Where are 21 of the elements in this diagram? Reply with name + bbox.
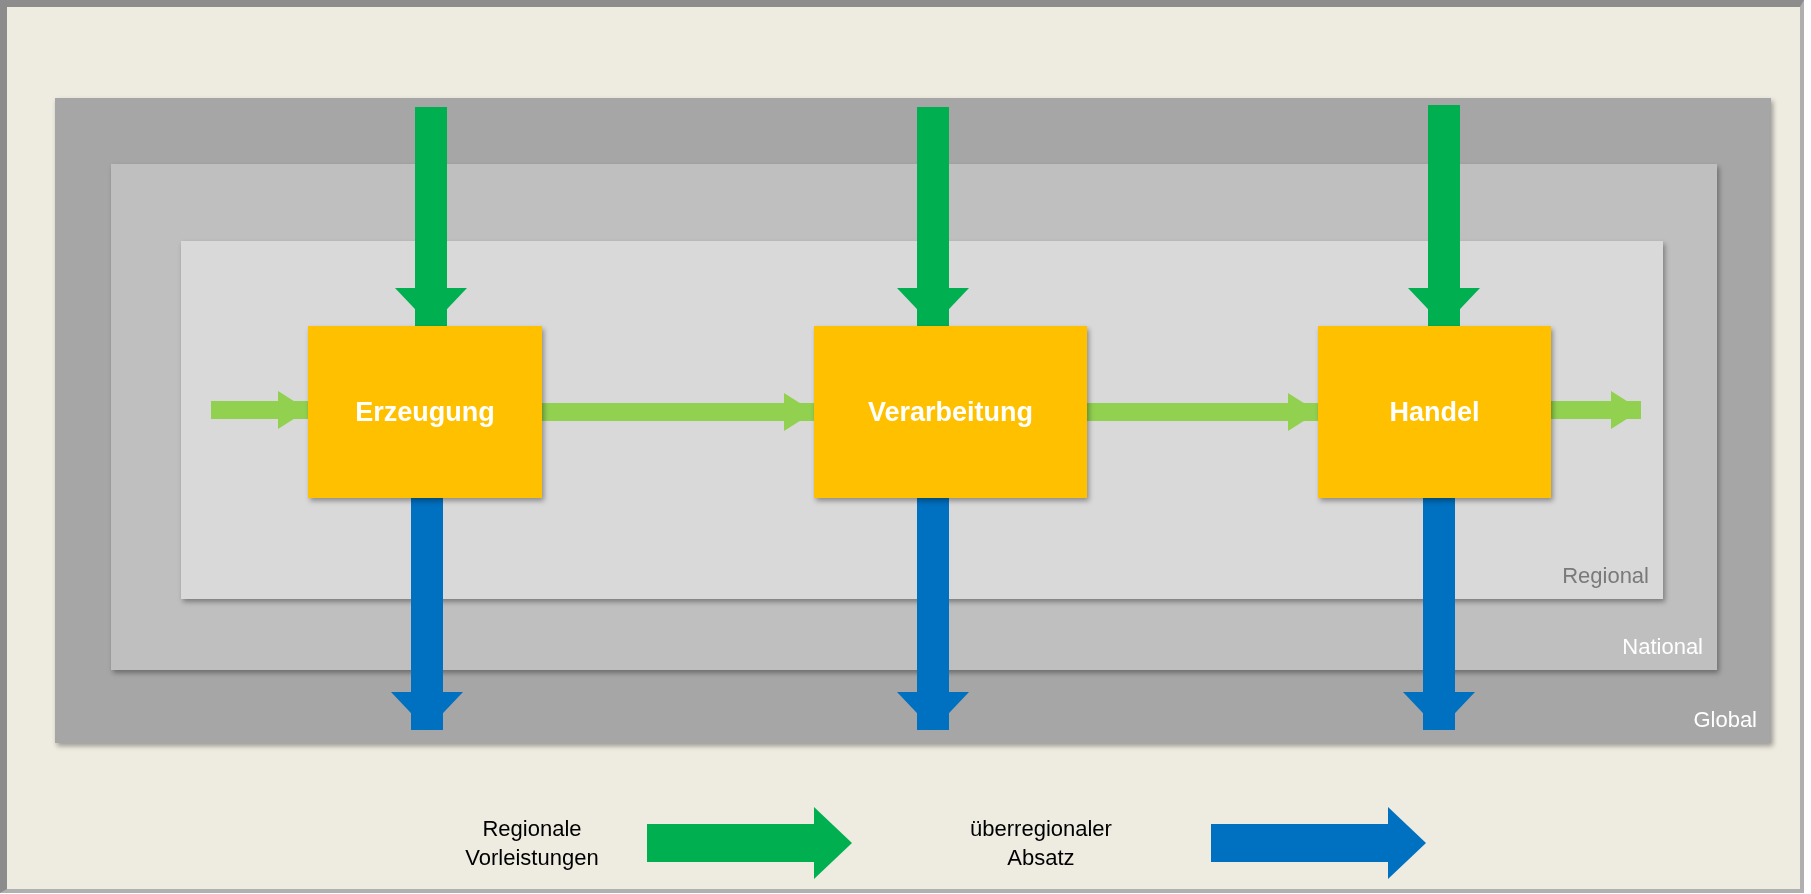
region-band xyxy=(181,241,1663,599)
band-label: National xyxy=(1622,634,1703,660)
legend-text: Regionale Vorleistungen xyxy=(464,815,600,872)
block-arrow xyxy=(395,107,467,326)
band-label: Global xyxy=(1693,707,1757,733)
block-arrow xyxy=(1087,393,1318,431)
block-arrow xyxy=(1403,498,1475,730)
process-box: Verarbeitung xyxy=(814,326,1087,498)
block-arrow xyxy=(211,391,308,429)
block-arrow xyxy=(897,107,969,326)
band-label: Regional xyxy=(1562,563,1649,589)
block-arrow xyxy=(897,498,969,730)
region-band xyxy=(111,164,1717,670)
block-arrow xyxy=(542,393,814,431)
region-band xyxy=(55,98,1771,743)
legend-text: überregionaler Absatz xyxy=(969,815,1113,872)
block-arrow xyxy=(1408,105,1480,326)
process-box: Handel xyxy=(1318,326,1551,498)
block-arrow xyxy=(391,498,463,730)
process-box: Erzeugung xyxy=(308,326,542,498)
block-arrow xyxy=(1551,391,1641,429)
